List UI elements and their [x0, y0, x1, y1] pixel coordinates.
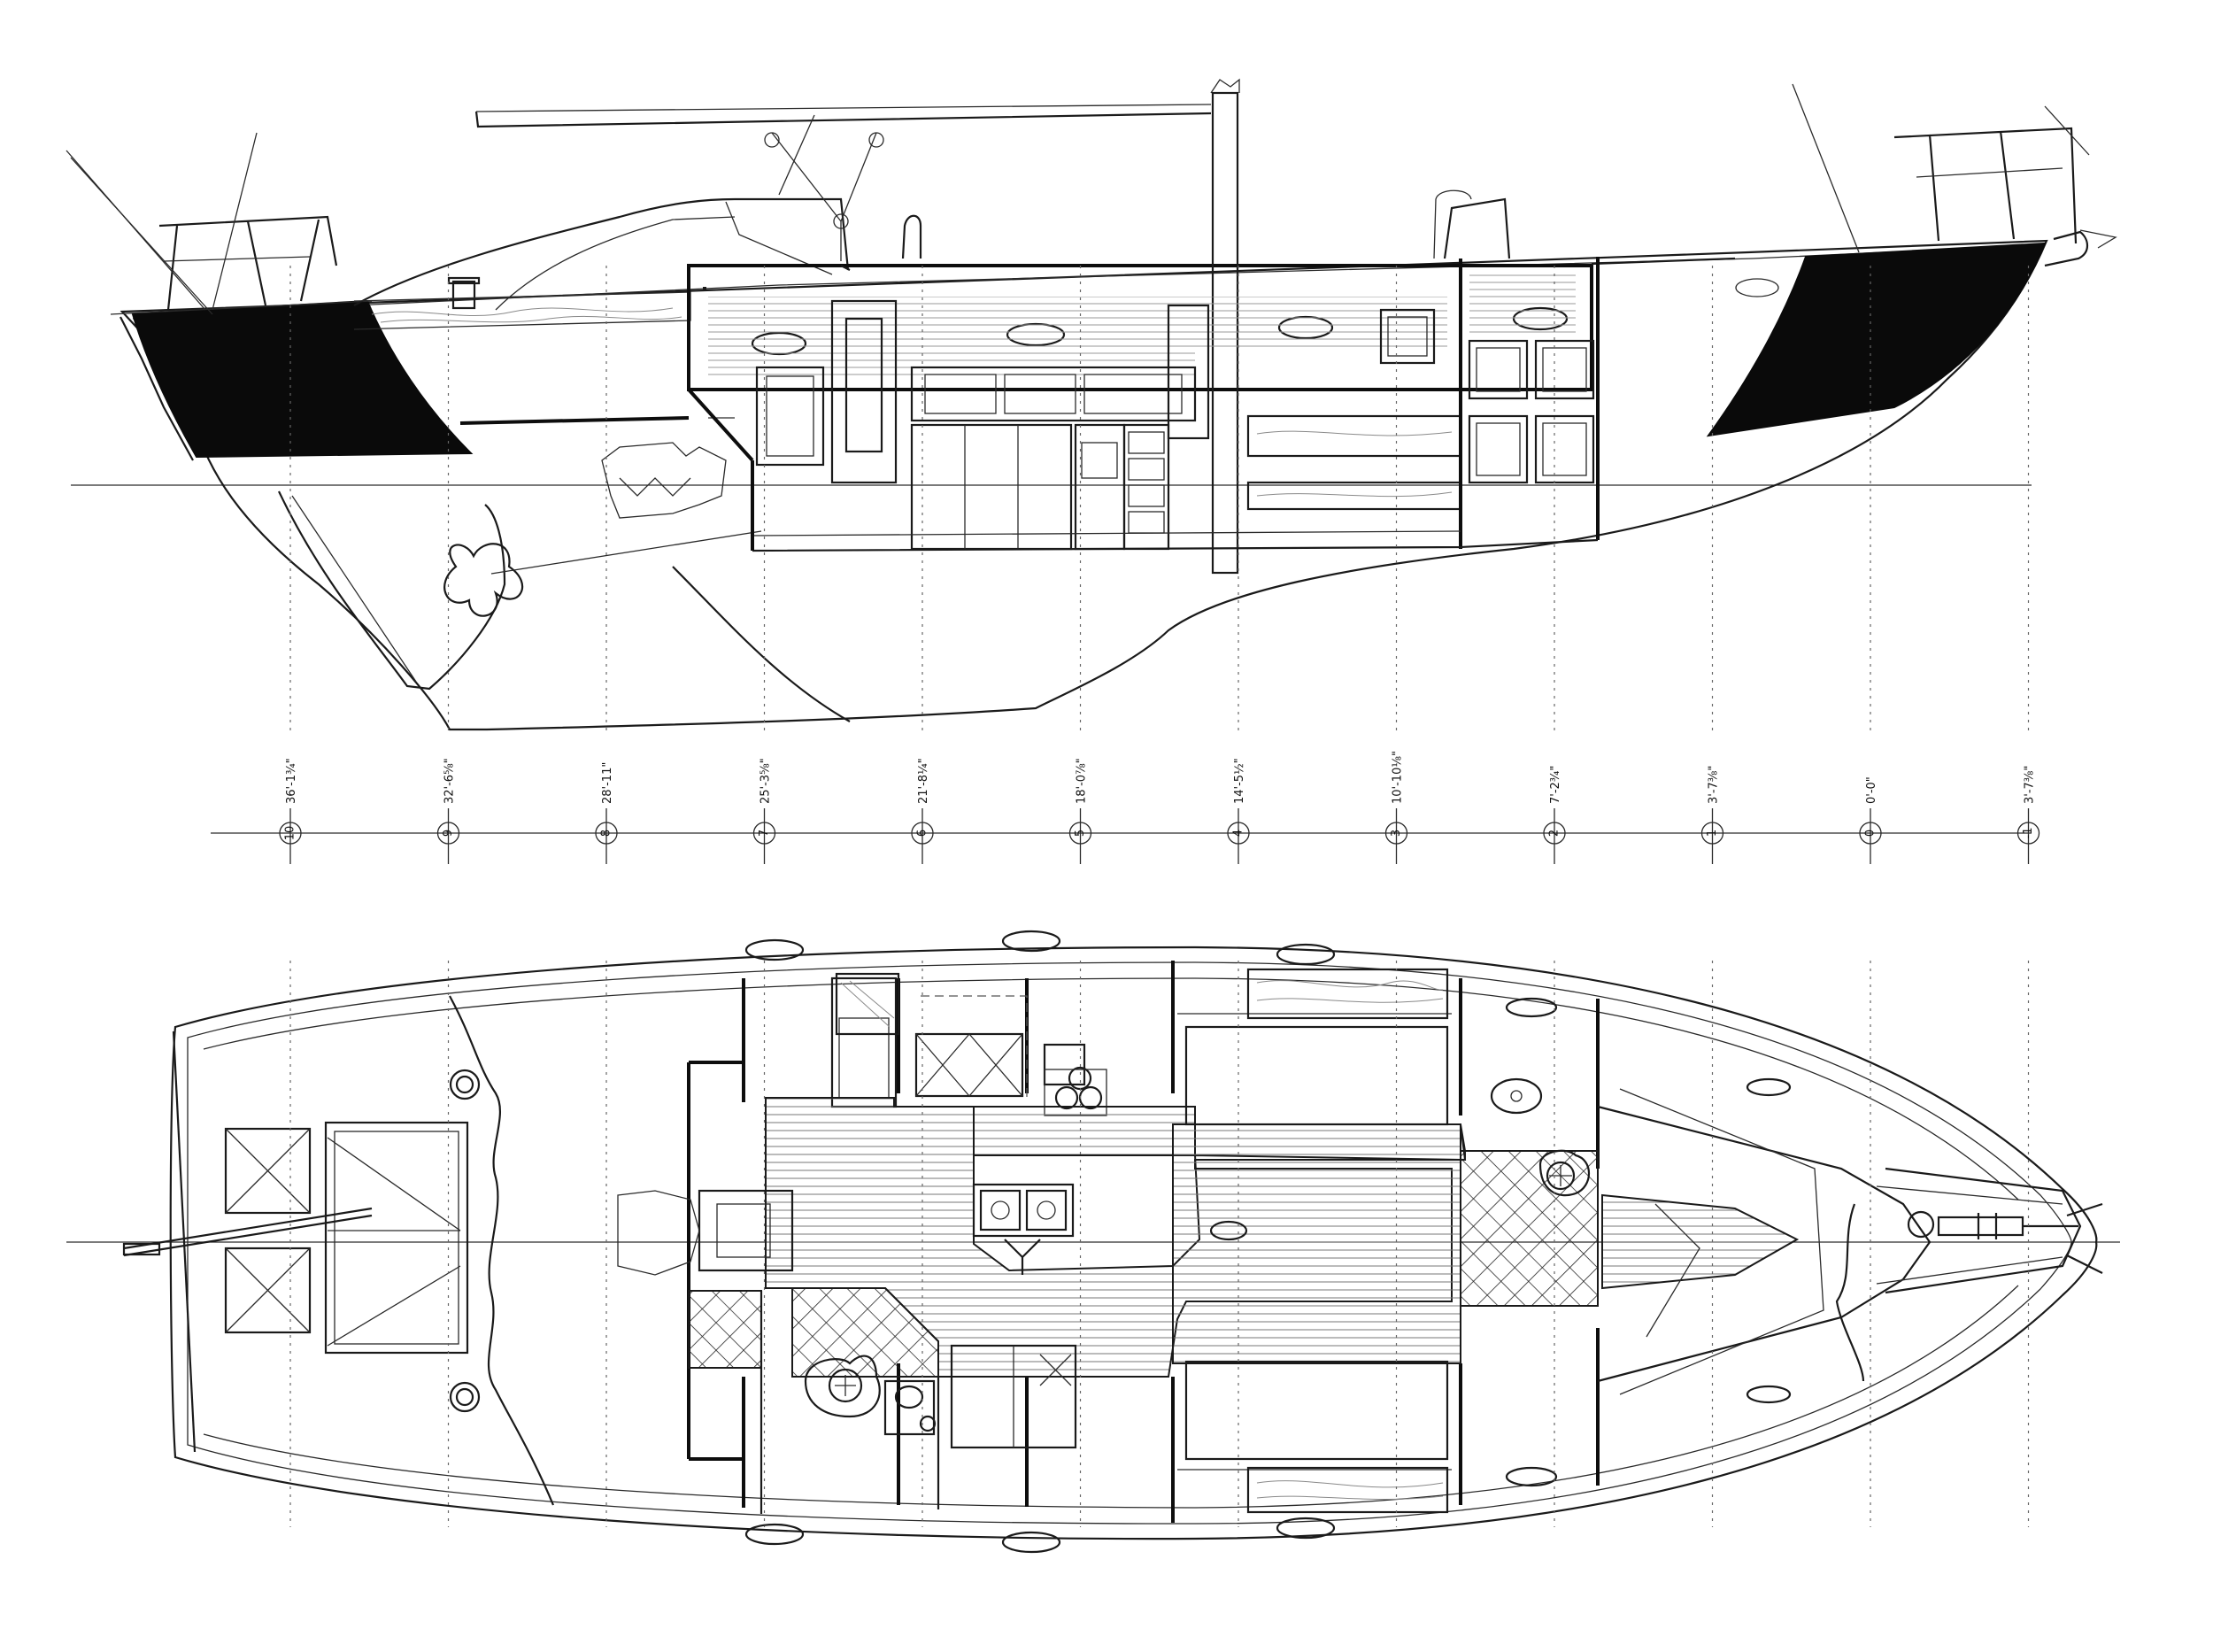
stern-black-band	[131, 299, 474, 459]
galley-sink	[1025, 1189, 1068, 1231]
station-number: 9	[442, 830, 455, 837]
toilet-aft	[804, 1355, 881, 1418]
station-marks: 1036'-1¾"932'-6⅝"828'-11"725'-3⅝"621'-8¼…	[279, 266, 2040, 1527]
station-number: -1	[2022, 828, 2035, 839]
head-sole-fwd	[1460, 1150, 1599, 1307]
hull-plan-outline	[169, 946, 2098, 1540]
station-marker	[595, 822, 618, 845]
station-marker	[1068, 822, 1092, 845]
stern-pulpit	[66, 132, 338, 315]
station-distance: 36'-1¾"	[285, 758, 298, 804]
station-number: 7	[758, 830, 771, 837]
station-number: 6	[916, 830, 929, 837]
station-marker	[279, 822, 302, 845]
station-distance: 10'-10⅛"	[1392, 751, 1405, 804]
companionway	[830, 977, 898, 1108]
bow-black-band	[1706, 242, 2047, 437]
winch	[451, 280, 476, 310]
station-marker	[1859, 822, 1882, 845]
station-marker	[752, 822, 776, 845]
windlass	[1907, 1210, 2078, 1239]
stove-burner	[1078, 1085, 1103, 1110]
station-marker	[436, 822, 460, 845]
profile-view	[66, 78, 2117, 731]
engine	[601, 442, 727, 519]
keel	[672, 566, 851, 722]
station-marker	[1227, 822, 1250, 845]
station-distance: 21'-8¼"	[917, 758, 930, 804]
stove-burner	[1068, 1066, 1092, 1091]
station-number: 3	[1390, 830, 1403, 837]
station-marker	[1700, 822, 1724, 845]
dorade-vent	[1443, 197, 1511, 259]
dorade-vent	[901, 214, 922, 259]
v-berth	[1601, 1193, 1800, 1290]
station-distance: 28'-11"	[601, 762, 614, 804]
winch-stbd	[449, 1381, 481, 1413]
station-number: 2	[1548, 830, 1561, 837]
station-marker	[1543, 822, 1566, 845]
station-number: 5	[1074, 830, 1087, 837]
toilet-fwd	[1538, 1149, 1590, 1197]
station-distance: 14'-5½"	[1233, 758, 1246, 804]
settee-port	[1184, 1025, 1449, 1126]
station-number: 0	[1864, 830, 1878, 837]
propeller	[443, 543, 524, 617]
station-distance: 3'-7⅜"	[1708, 766, 1721, 804]
station-distance: 25'-3⅝"	[760, 758, 773, 804]
head-sole-aft	[688, 1290, 762, 1369]
stove-burner	[1054, 1085, 1079, 1110]
cockpit-seat-stbd	[224, 1247, 312, 1334]
rudder	[278, 490, 506, 691]
station-marker	[911, 822, 934, 845]
station-distance: 7'-2¾"	[1549, 766, 1562, 804]
boom	[474, 111, 1212, 128]
station-number: 1	[1706, 830, 1719, 837]
hull-outline	[120, 239, 2048, 731]
station-distance: 18'-0⅞"	[1076, 758, 1089, 804]
dodger	[353, 197, 850, 306]
settee-stbd	[1184, 1360, 1449, 1461]
fwd-sink	[1490, 1077, 1543, 1115]
station-distance: 32'-6⅝"	[443, 758, 457, 804]
head-sink	[883, 1379, 937, 1436]
galley-sink	[979, 1189, 1022, 1231]
station-number: 8	[600, 830, 613, 837]
station-distance: 3'-7⅜"	[2024, 766, 2037, 804]
cockpit-seat-port	[224, 1127, 312, 1215]
plan-view	[66, 930, 2120, 1554]
station-marker	[2016, 822, 2040, 845]
station-number: 4	[1232, 830, 1245, 837]
winch-port	[449, 1069, 481, 1100]
station-distance: 0'-0"	[1865, 776, 1878, 804]
bow-pulpit	[1792, 83, 2117, 267]
station-number: 10	[284, 826, 297, 841]
station-marker	[1384, 822, 1408, 845]
